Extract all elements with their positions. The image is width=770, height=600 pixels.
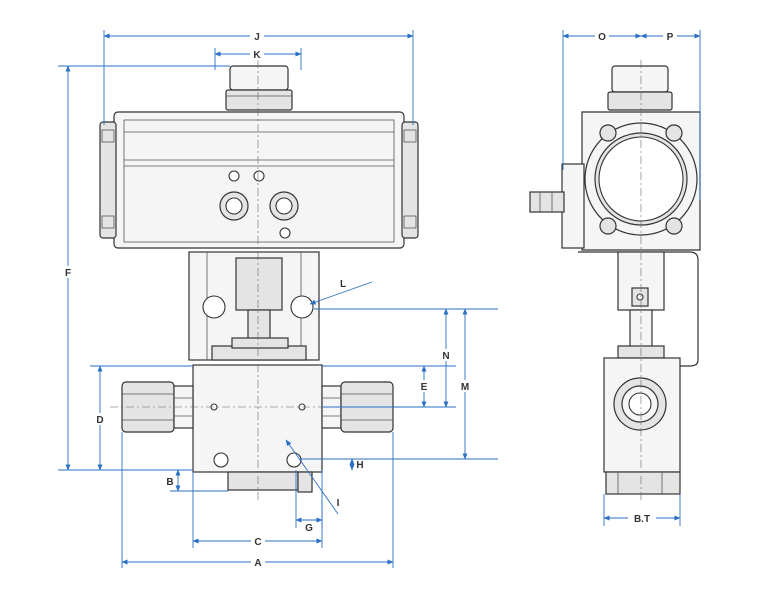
side-actuator-housing xyxy=(529,111,701,251)
dim-label-c: C xyxy=(254,537,261,548)
actuator-cap xyxy=(225,65,293,111)
dim-label-a: A xyxy=(254,558,261,569)
dimension-labels: J K F L N M E D H B I G C A O P B.T xyxy=(61,30,677,569)
dim-label-f: F xyxy=(65,268,71,279)
dim-label-e: E xyxy=(421,382,428,393)
dim-label-j: J xyxy=(254,32,260,43)
valve-body xyxy=(192,364,323,493)
dim-label-k: K xyxy=(253,50,261,61)
dim-label-d: D xyxy=(96,415,103,426)
dim-label-o: O xyxy=(598,32,606,43)
mounting-bracket xyxy=(188,251,320,361)
dim-label-bt: B.T xyxy=(634,514,650,525)
side-valve-body xyxy=(603,357,681,495)
side-bracket xyxy=(578,251,699,367)
dimension-lines xyxy=(58,30,701,568)
actuator-body xyxy=(99,111,419,249)
dim-label-p: P xyxy=(667,32,674,43)
dim-label-h: H xyxy=(356,460,363,471)
dim-label-b: B xyxy=(166,477,173,488)
dim-label-n: N xyxy=(442,351,449,362)
dim-label-i: I xyxy=(337,498,340,509)
dim-label-l: L xyxy=(340,279,346,290)
dim-label-m: M xyxy=(461,382,469,393)
dim-label-g: G xyxy=(305,523,313,534)
front-view xyxy=(99,60,419,500)
side-view xyxy=(529,60,701,500)
